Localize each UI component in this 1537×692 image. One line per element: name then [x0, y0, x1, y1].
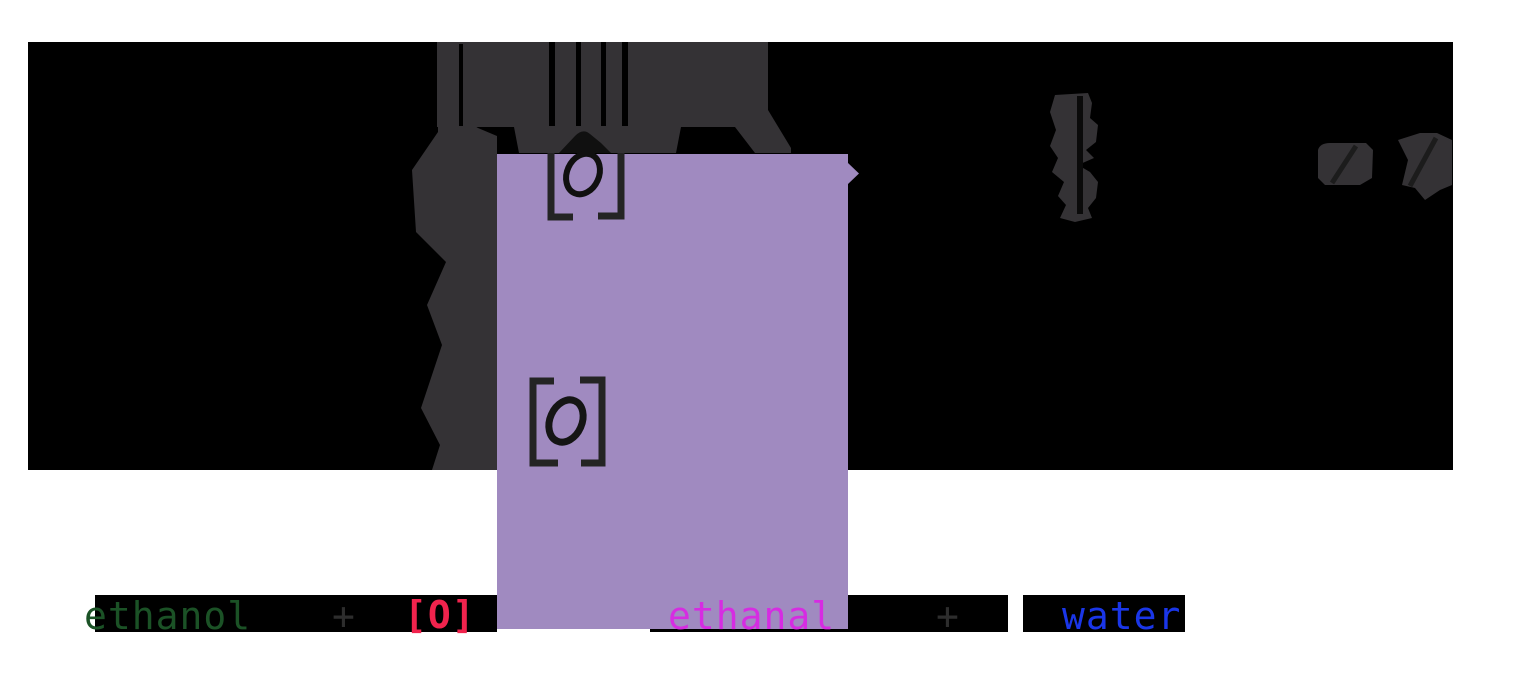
ink-arrow-blob	[559, 131, 611, 153]
ink-stripe	[601, 42, 606, 126]
handwritten-o-glyph	[545, 396, 587, 446]
handwritten-oxidation-symbol-top	[547, 131, 625, 221]
ink-stripe	[1329, 144, 1359, 185]
marker-blob-left	[412, 42, 497, 470]
label-strip-right	[1023, 595, 1185, 632]
label-plus-2: +	[936, 594, 960, 638]
handwritten-oxidation-symbol-bottom	[529, 376, 606, 467]
label-oxidant: [O]	[404, 593, 476, 637]
ink-stripe	[622, 42, 628, 126]
ink-stripe	[549, 42, 555, 126]
handwritten-bracket-right	[598, 153, 625, 220]
ink-stripe	[459, 44, 463, 126]
purple-highlight-box	[497, 154, 859, 629]
ink-stripe	[1407, 136, 1439, 188]
handwritten-bracket-right	[580, 376, 606, 467]
ink-stripe	[1077, 96, 1083, 214]
label-strip-left	[95, 595, 497, 632]
label-plus-1: +	[332, 594, 356, 638]
label-ethanol: ethanol	[84, 594, 252, 638]
ink-stripe	[576, 42, 581, 126]
handwritten-bracket-left	[529, 377, 558, 467]
marker-blob-right	[1050, 93, 1098, 222]
label-ethanal: ethanal	[668, 594, 836, 638]
handwritten-bracket-left	[547, 153, 573, 221]
label-water: water	[1062, 594, 1182, 638]
marker-blob-top	[437, 42, 791, 153]
handwritten-o-glyph	[563, 150, 603, 198]
